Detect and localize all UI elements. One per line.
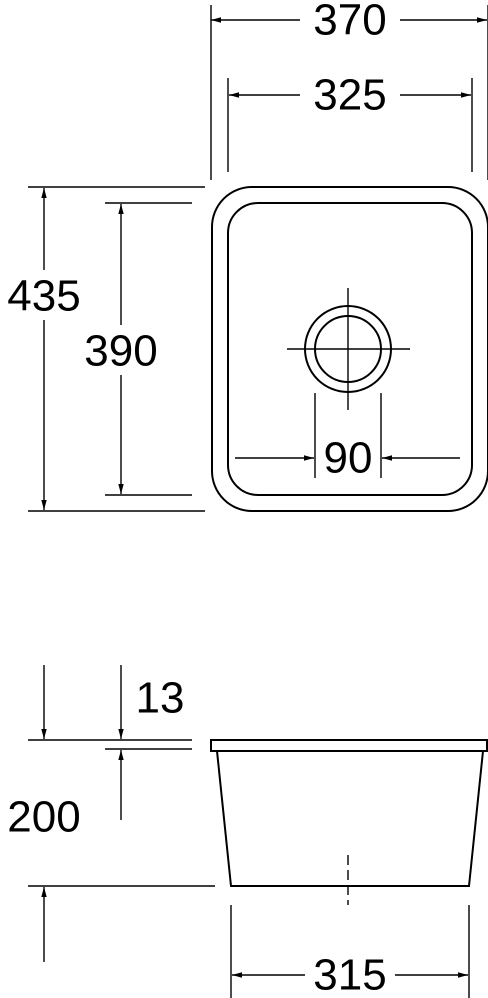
dimension-label-200: 200 <box>7 793 80 842</box>
sink-outer-outline <box>211 186 488 512</box>
sink-inner-outline <box>227 202 473 496</box>
dimension-label-390: 390 <box>84 327 157 376</box>
dimension-label-90: 90 <box>324 434 373 483</box>
dimension-label-325: 325 <box>313 71 386 120</box>
top-view: 370 325 435 390 90 <box>7 0 488 512</box>
dimension-label-435: 435 <box>7 272 80 321</box>
dimension-label-315: 315 <box>313 951 386 998</box>
dimension-label-370: 370 <box>313 0 386 45</box>
sink-rim <box>210 739 488 752</box>
sink-bowl-profile <box>216 750 484 887</box>
dimension-label-13: 13 <box>136 674 185 723</box>
side-view: 13 200 315 <box>7 665 488 998</box>
